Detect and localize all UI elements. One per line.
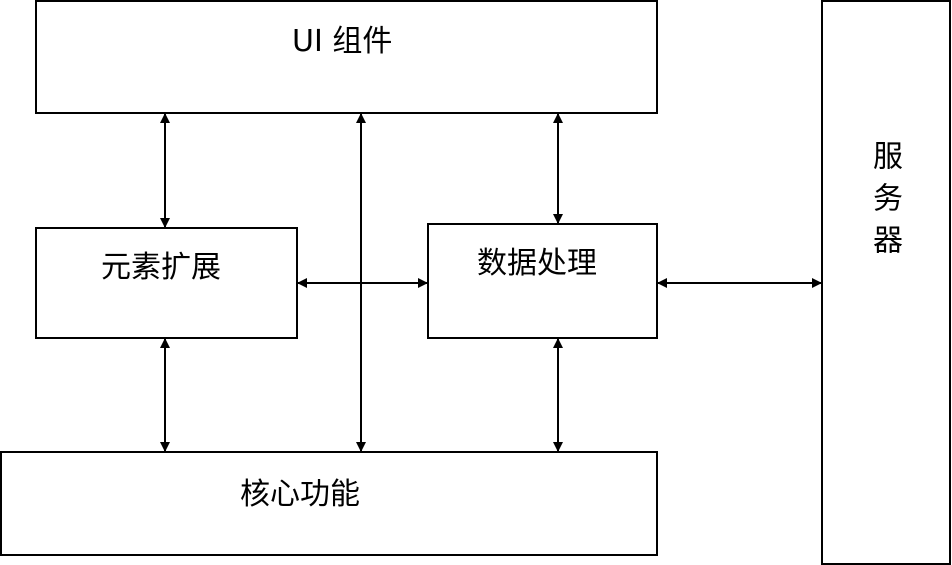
server-box: 服务器 xyxy=(821,0,951,565)
core-functions-label: 核心功能 xyxy=(240,477,360,512)
element-extension-label: 元素扩展 xyxy=(101,250,221,285)
core-functions-box: 核心功能 xyxy=(0,451,658,556)
data-processing-box: 数据处理 xyxy=(427,223,658,339)
data-processing-label: 数据处理 xyxy=(477,246,597,281)
server-label: 服务器 xyxy=(867,140,902,266)
ui-components-label: UI 组件 xyxy=(292,24,393,59)
ui-components-box: UI 组件 xyxy=(35,0,658,114)
